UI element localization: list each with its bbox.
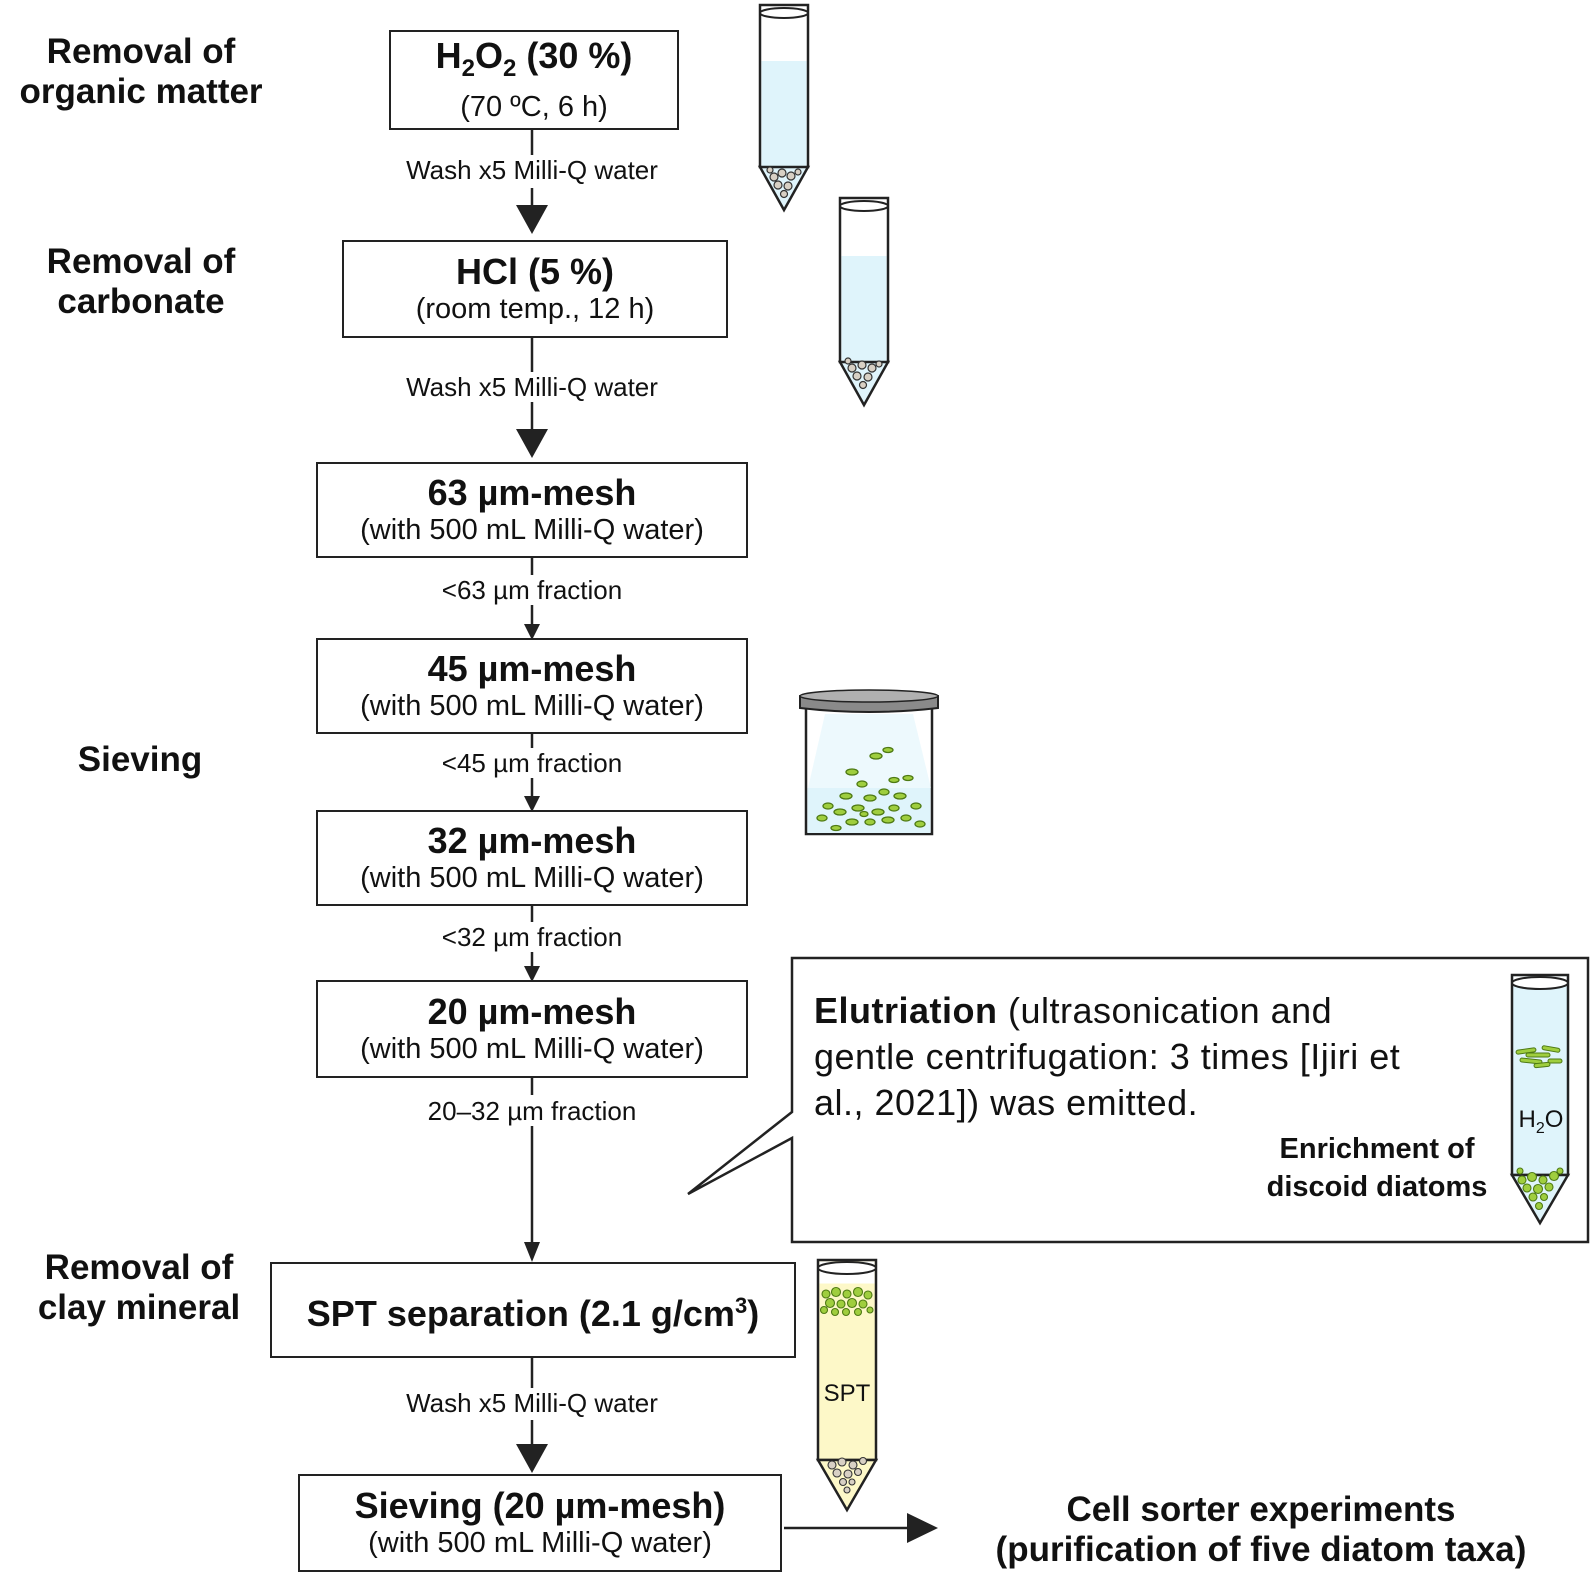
elutriation-line2: gentle centrifugation: 3 times [Ijiri et	[814, 1036, 1401, 1077]
cell-sorter-line2: (purification of five diatom taxa)	[995, 1530, 1527, 1569]
stage-organic-label: Removal of organic matter	[14, 32, 268, 112]
arrowhead	[907, 1513, 938, 1543]
sieve-beaker	[799, 689, 939, 836]
spt-tube-label: SPT	[823, 1380, 871, 1407]
arrowhead	[524, 966, 540, 982]
fraction-label-32: <32 µm fraction	[332, 922, 732, 953]
spt-step-box: SPT separation (2.1 g/cm3)	[270, 1262, 796, 1358]
stage-carbonate-label: Removal of carbonate	[14, 242, 268, 322]
arrowhead	[524, 624, 540, 640]
mesh63-step-conditions: (with 500 mL Milli-Q water)	[360, 514, 704, 546]
mesh45-step-title: 45 µm-mesh	[427, 648, 637, 689]
elutriation-term: Elutriation	[814, 990, 998, 1031]
spt-tube	[815, 1258, 879, 1513]
fraction-label-63: <63 µm fraction	[332, 575, 732, 606]
elutriation-description: Elutriation (ultrasonication and gentle …	[814, 988, 1504, 1126]
elutriation-line1: Elutriation (ultrasonication and	[814, 990, 1333, 1031]
enrichment-line2: discoid diatoms	[1266, 1171, 1488, 1203]
stage-organic-line1: Removal of	[46, 32, 236, 71]
stage-carbonate-line2: carbonate	[57, 282, 225, 321]
mesh20-step-box: 20 µm-mesh (with 500 mL Milli-Q water)	[316, 980, 748, 1078]
cell-sorter-output: Cell sorter experiments (purification of…	[946, 1490, 1576, 1570]
hcl-step-title: HCl (5 %)	[455, 251, 614, 292]
arrowhead	[516, 1444, 548, 1473]
mesh45-step-conditions: (with 500 mL Milli-Q water)	[360, 690, 704, 722]
centrifuge-tube-2	[837, 196, 891, 408]
final-sieving-step-conditions: (with 500 mL Milli-Q water)	[368, 1527, 712, 1559]
enrichment-label: Enrichment of discoid diatoms	[1244, 1130, 1510, 1206]
wash-label-2: Wash x5 Milli-Q water	[332, 372, 732, 403]
h2o2-step-title: H2O2 (30 %)	[435, 35, 633, 83]
final-sieving-step-box: Sieving (20 µm-mesh) (with 500 mL Milli-…	[298, 1474, 782, 1572]
centrifuge-tube-1	[757, 3, 811, 213]
stage-sieving-label: Sieving	[77, 740, 203, 779]
mesh32-step-title: 32 µm-mesh	[427, 820, 637, 861]
wash-label-1: Wash x5 Milli-Q water	[332, 155, 732, 186]
mesh32-step-conditions: (with 500 mL Milli-Q water)	[360, 862, 704, 894]
stage-organic-line2: organic matter	[19, 72, 263, 111]
fraction-label-20-32: 20–32 µm fraction	[332, 1096, 732, 1127]
fraction-label-45: <45 µm fraction	[332, 748, 732, 779]
mesh63-step-title: 63 µm-mesh	[427, 472, 637, 513]
elutriation-line3: al., 2021]) was emitted.	[814, 1082, 1199, 1123]
arrowhead	[524, 796, 540, 812]
mesh45-step-box: 45 µm-mesh (with 500 mL Milli-Q water)	[316, 638, 748, 734]
spt-step-title: SPT separation (2.1 g/cm3)	[306, 1293, 760, 1334]
mesh20-step-conditions: (with 500 mL Milli-Q water)	[360, 1033, 704, 1065]
h2o2-step-box: H2O2 (30 %) (70 ºC, 6 h)	[389, 30, 679, 130]
arrowhead	[516, 205, 548, 234]
arrowhead	[516, 429, 548, 458]
cell-sorter-line1: Cell sorter experiments	[1066, 1490, 1456, 1529]
mesh32-step-box: 32 µm-mesh (with 500 mL Milli-Q water)	[316, 810, 748, 906]
elutriation-tube	[1509, 973, 1571, 1226]
hcl-step-box: HCl (5 %) (room temp., 12 h)	[342, 240, 728, 338]
h2o2-step-conditions: (70 ºC, 6 h)	[460, 90, 608, 123]
stage-clay-line2: clay mineral	[37, 1288, 241, 1327]
mesh20-step-title: 20 µm-mesh	[427, 991, 637, 1032]
arrowhead	[524, 1242, 540, 1262]
elutriation-callout-box	[687, 956, 1590, 1244]
stage-clay-label: Removal of clay mineral	[8, 1248, 270, 1328]
mesh63-step-box: 63 µm-mesh (with 500 mL Milli-Q water)	[316, 462, 748, 558]
stage-carbonate-line1: Removal of	[46, 242, 236, 281]
enrichment-line1: Enrichment of	[1279, 1133, 1475, 1165]
elutriation-tube-label: H2O	[1518, 1106, 1564, 1137]
hcl-step-conditions: (room temp., 12 h)	[415, 293, 655, 325]
wash-label-3: Wash x5 Milli-Q water	[332, 1388, 732, 1419]
final-sieving-step-title: Sieving (20 µm-mesh)	[354, 1485, 726, 1526]
stage-clay-line1: Removal of	[44, 1248, 234, 1287]
